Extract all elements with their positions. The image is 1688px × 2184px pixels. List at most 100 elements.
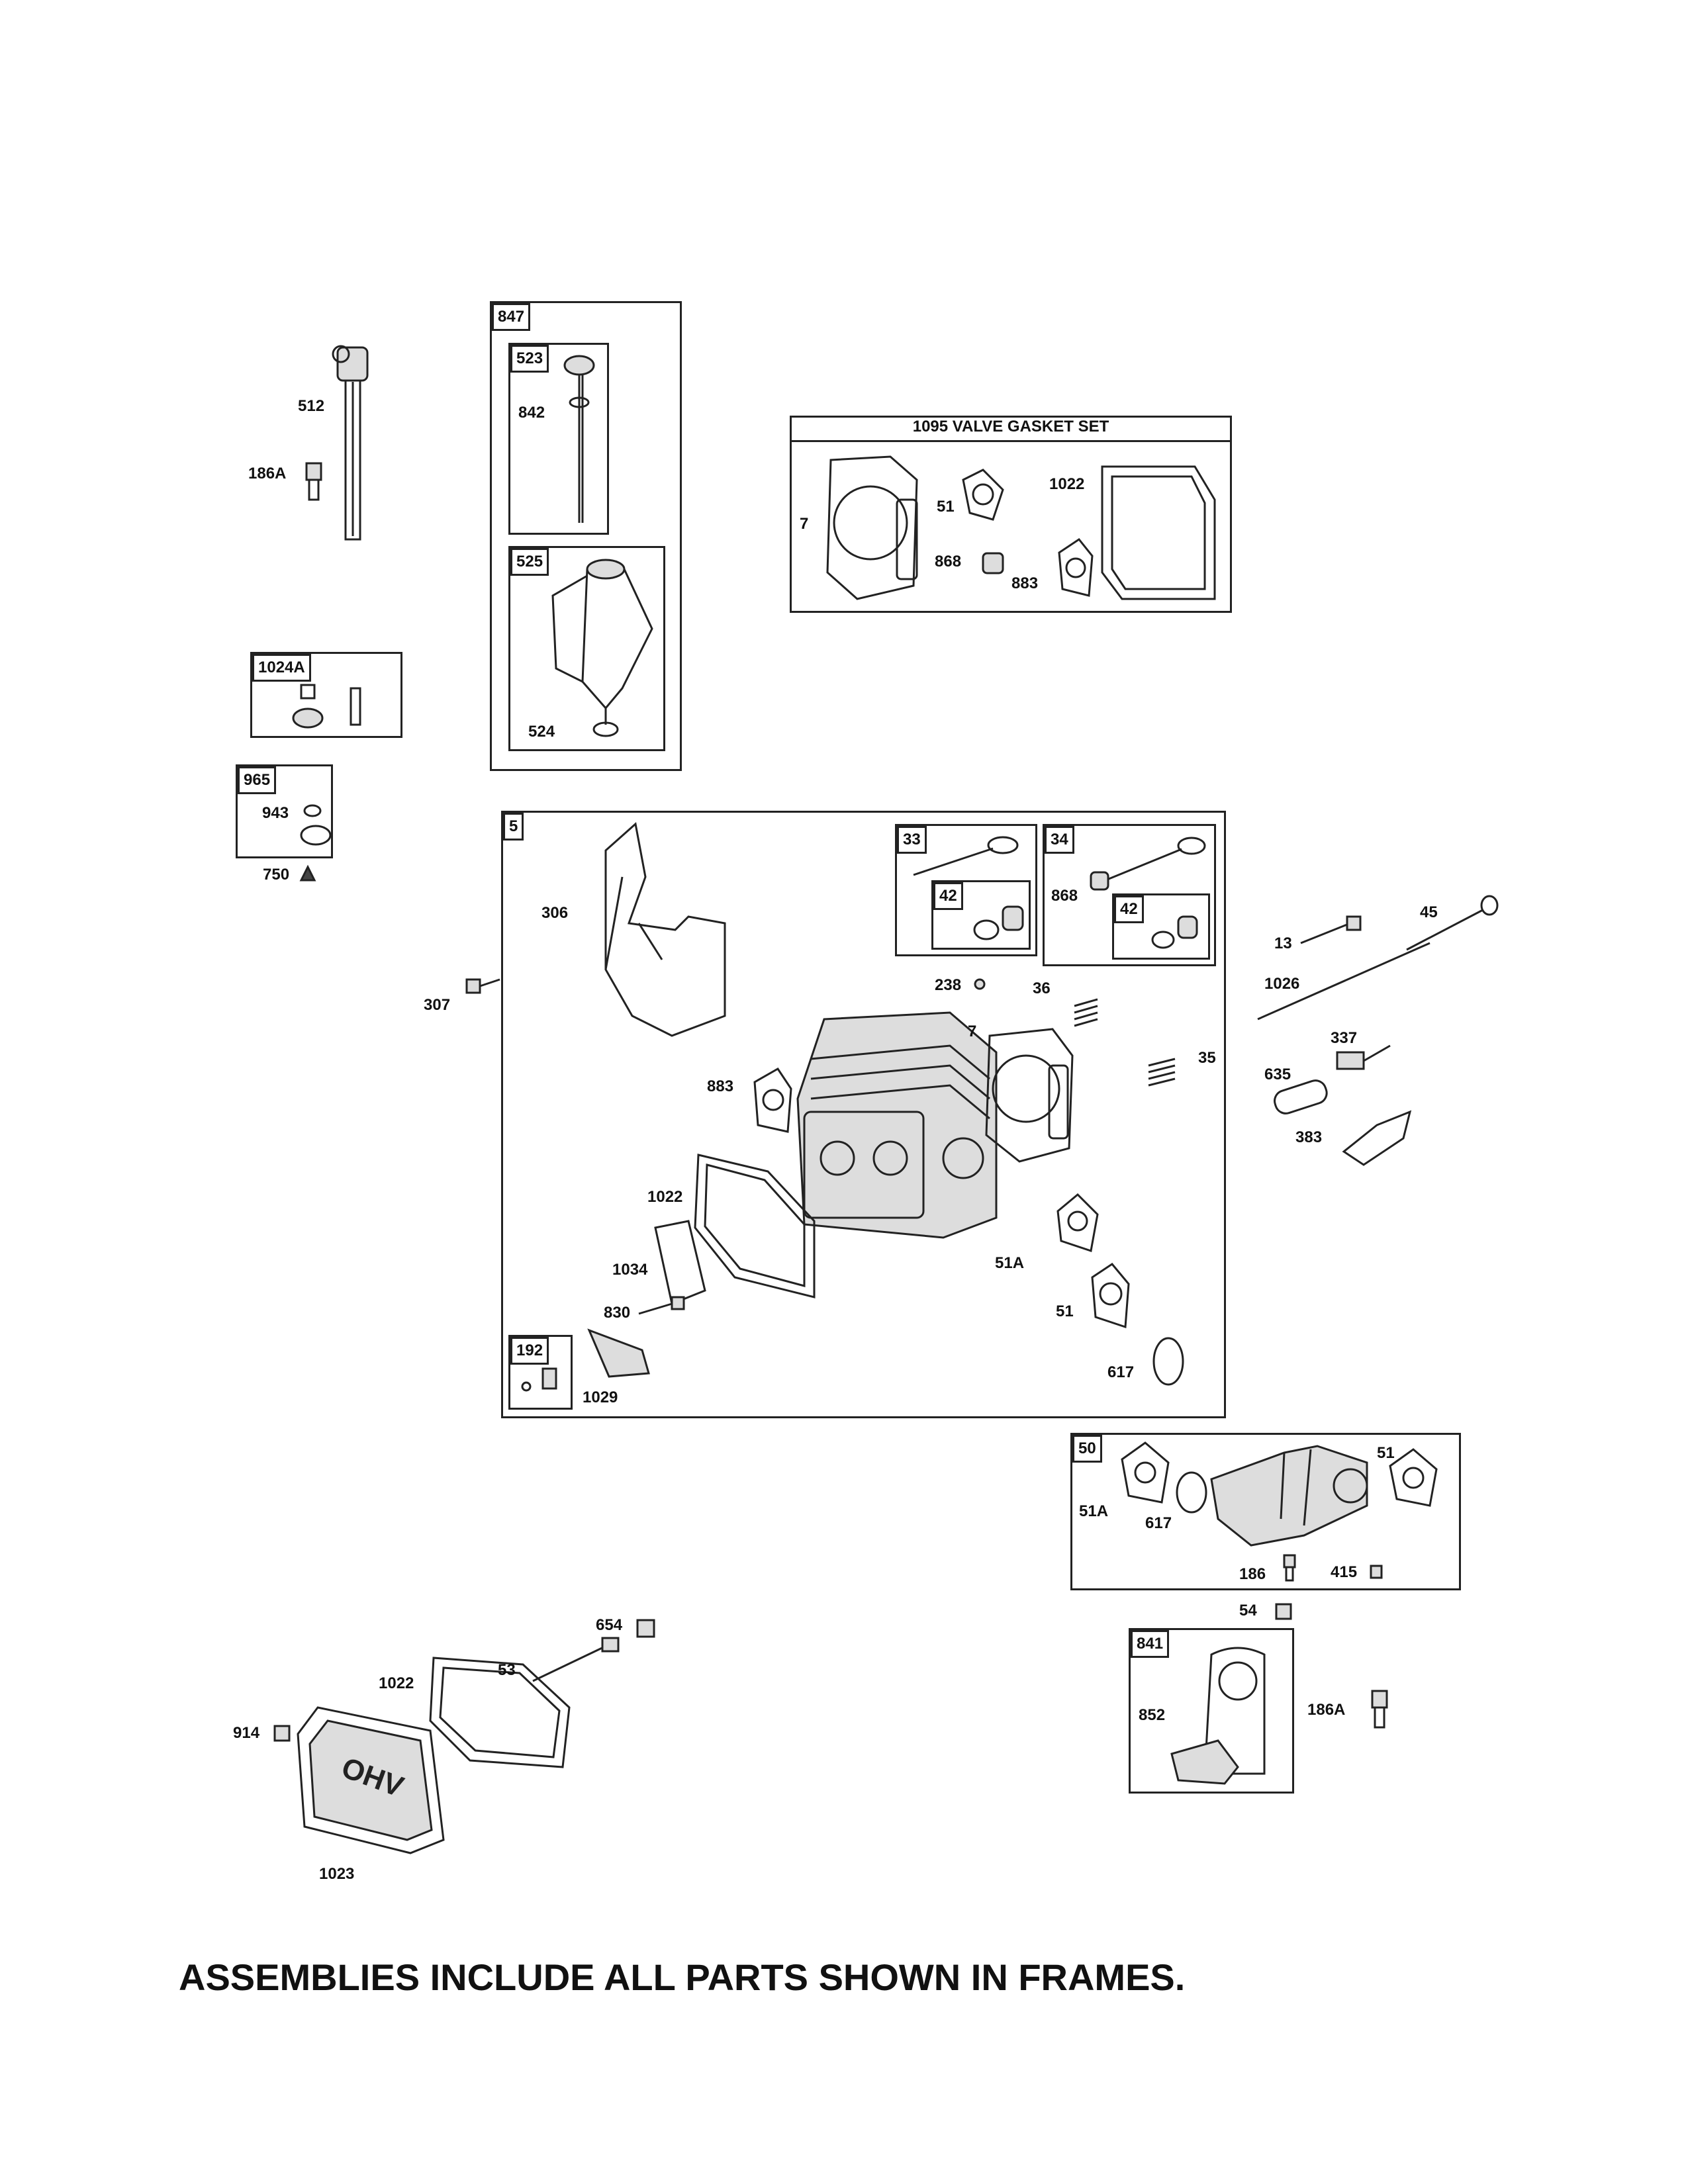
label-51-set: 51 (937, 498, 955, 516)
rocker-cover-gasket-1022-drawing (694, 1154, 816, 1298)
bolt-13-drawing (1300, 915, 1362, 944)
o-rings-965-drawing (300, 804, 332, 846)
push-rod-45-drawing (1406, 895, 1499, 951)
clip-383-drawing (1342, 1110, 1412, 1166)
cylinder-head-drawing (796, 1011, 998, 1239)
label-617-50: 617 (1145, 1514, 1172, 1532)
plug-750-drawing (299, 864, 316, 882)
label-51-50: 51 (1377, 1444, 1395, 1462)
label-36: 36 (1033, 979, 1051, 997)
gasket-883-set-drawing (1058, 537, 1094, 597)
frame-valve-gasket-set (790, 416, 1232, 613)
label-186: 186 (1239, 1565, 1266, 1583)
o-ring-617-main-drawing (1152, 1337, 1184, 1386)
label-943: 943 (262, 804, 289, 822)
label-337: 337 (1331, 1029, 1358, 1047)
cover-gasket-set-drawing (1101, 465, 1216, 600)
frame-5-tag: 5 (503, 813, 524, 841)
frame-5 (501, 811, 1226, 1418)
frame-1024a (250, 652, 402, 738)
fitting-186a-bot-drawing (1371, 1690, 1388, 1729)
head-gasket-7-drawing (985, 1028, 1074, 1163)
label-842: 842 (518, 404, 545, 422)
label-617-main: 617 (1107, 1363, 1135, 1381)
frame-523-tag: 523 (510, 345, 549, 373)
label-635: 635 (1264, 1066, 1291, 1083)
label-186a-bot: 186A (1307, 1701, 1346, 1719)
label-238: 238 (935, 976, 962, 994)
intake-manifold-drawing (1210, 1445, 1368, 1547)
frame-34-tag: 34 (1045, 826, 1074, 854)
label-750: 750 (263, 866, 290, 884)
gasket-883-main-drawing (753, 1068, 792, 1133)
label-512: 512 (298, 397, 325, 415)
nut-654-drawing (636, 1619, 655, 1638)
frame-525-tag: 525 (510, 548, 549, 576)
air-guide-shroud-drawing (604, 822, 726, 1037)
label-852: 852 (1139, 1706, 1166, 1724)
gasket-51a-main-drawing (1056, 1193, 1099, 1252)
frame-42-b-tag: 42 (1114, 895, 1144, 923)
plate-1034-drawing (654, 1220, 706, 1306)
cover-gasket-1022-bot-drawing (429, 1657, 571, 1768)
label-53: 53 (498, 1661, 516, 1679)
frame-50-tag: 50 (1072, 1435, 1102, 1463)
o-ring-617-50-drawing (1176, 1471, 1207, 1514)
label-54: 54 (1239, 1602, 1257, 1619)
nut-415-drawing (1370, 1565, 1383, 1579)
breather-parts-1024a-drawing (292, 684, 361, 729)
frame-965 (236, 764, 333, 858)
label-524: 524 (528, 723, 555, 741)
spark-plug-337-drawing (1336, 1044, 1391, 1070)
gasket-51a-50-drawing (1121, 1441, 1170, 1504)
label-1026: 1026 (1264, 975, 1300, 993)
sleeve-635-drawing (1274, 1079, 1328, 1115)
label-1029: 1029 (583, 1388, 618, 1406)
label-1034: 1034 (612, 1261, 648, 1279)
frame-525 (508, 546, 665, 751)
frame-34 (1043, 824, 1216, 966)
label-1023: 1023 (319, 1865, 355, 1883)
label-51-main: 51 (1056, 1302, 1074, 1320)
label-51a-main: 51A (995, 1254, 1025, 1272)
screw-830-drawing (638, 1296, 685, 1315)
frame-42-a (931, 880, 1031, 950)
frame-1024a-tag: 1024A (252, 654, 311, 682)
label-883-main: 883 (707, 1077, 734, 1095)
label-830: 830 (604, 1304, 631, 1322)
dipstick-tube-drawing (332, 345, 369, 541)
intake-gasket-set-drawing (962, 469, 1004, 521)
bolt-54-drawing (1275, 1603, 1292, 1620)
frame-192-tag: 192 (510, 1337, 549, 1365)
seal-868-set-drawing (982, 552, 1004, 574)
bracket-852-drawing (1170, 1647, 1266, 1785)
exhaust-valve-33-drawing (913, 836, 1019, 876)
frame-847-tag: 847 (492, 303, 531, 331)
label-383: 383 (1295, 1128, 1323, 1146)
label-7-main: 7 (968, 1023, 977, 1040)
stud-53-drawing (532, 1637, 620, 1682)
bracket-1029-drawing (587, 1328, 650, 1378)
rod-1026-drawing (1257, 942, 1430, 1021)
label-415: 415 (1331, 1563, 1358, 1581)
label-45: 45 (1420, 903, 1438, 921)
valve-spring-35-drawing (1148, 1058, 1176, 1087)
label-654: 654 (596, 1616, 623, 1634)
gasket-51-50-drawing (1389, 1448, 1438, 1507)
label-1022-bot: 1022 (379, 1674, 414, 1692)
frame-965-tag: 965 (238, 766, 277, 794)
label-868-set: 868 (935, 553, 962, 570)
valve-seals-42-b-drawing (1151, 915, 1198, 949)
valve-seals-42-a-drawing (973, 905, 1024, 940)
oil-fill-tube-drawing (551, 559, 653, 737)
valve-spring-36-drawing (1074, 998, 1098, 1027)
label-883-set: 883 (1011, 574, 1039, 592)
valve-gasket-set-title: 1095 VALVE GASKET SET (790, 416, 1232, 442)
label-914: 914 (233, 1724, 260, 1742)
fitting-186-drawing (1283, 1554, 1296, 1582)
label-1022-set: 1022 (1049, 475, 1085, 493)
rocker-cover-1023-drawing: OHV (297, 1706, 445, 1854)
frame-841 (1129, 1628, 1294, 1794)
intake-valve-34-drawing (1108, 837, 1206, 880)
frame-42-a-tag: 42 (933, 882, 963, 910)
